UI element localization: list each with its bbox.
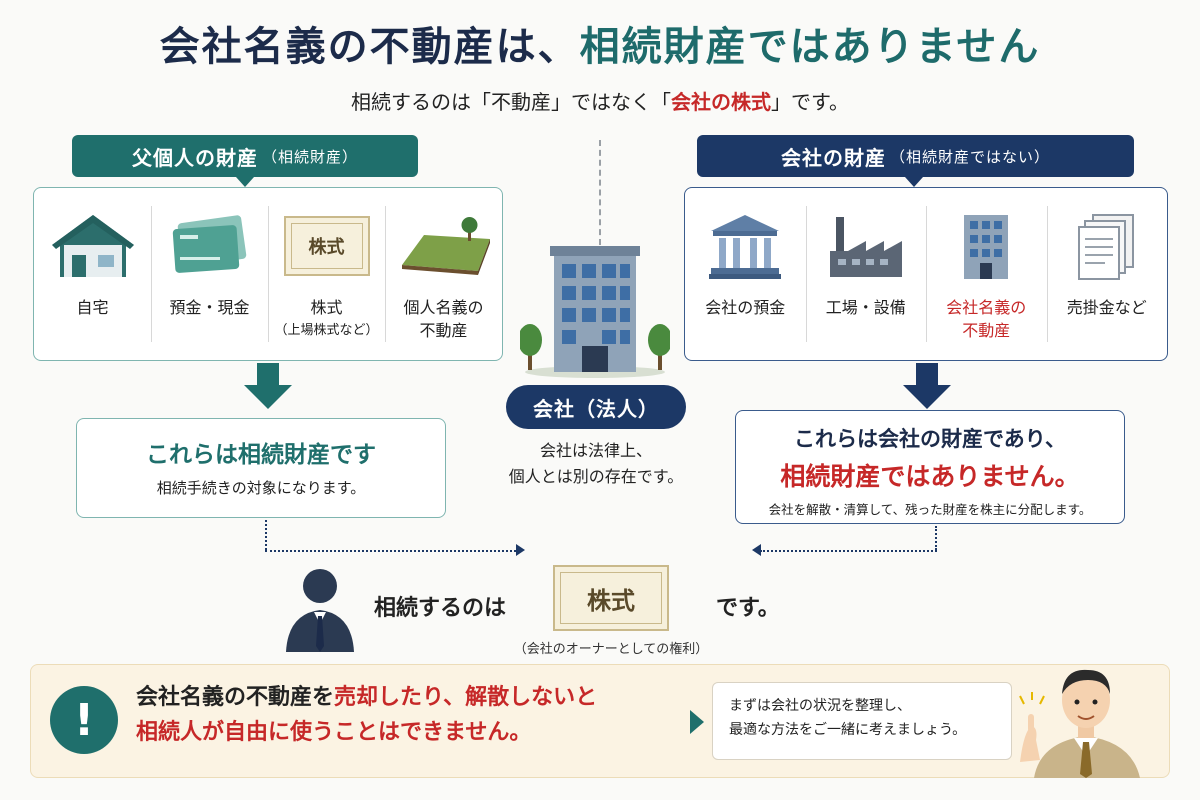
personal-assets-header-sub: （相続財産） — [261, 147, 358, 166]
company-description: 会社は法律上、個人とは別の存在です。 — [480, 438, 712, 489]
factory-icon — [826, 202, 906, 290]
warning-line1-a: 会社名義の不動産を — [136, 685, 335, 710]
documents-icon — [1075, 202, 1139, 290]
asset-factory-label: 工場・設備 — [825, 298, 906, 317]
connector-left — [265, 520, 267, 550]
stock-certificate-icon: 株式 — [283, 202, 370, 290]
connector-right-arrowhead — [752, 544, 761, 556]
company-assets-box: 会社の預金 工場・設備 会社名義の不動産 — [684, 187, 1168, 361]
asset-stocks-sub: （上場株式など） — [274, 323, 379, 339]
company-text-2: 個人とは別の存在です。 — [508, 466, 684, 486]
asset-savings-label: 預金・現金 — [169, 298, 250, 317]
inherit-prefix: 相続するのは — [374, 596, 507, 621]
personal-assets-box: 自宅 預金・現金 株式 株式 （上場株式など） — [33, 187, 503, 361]
connector-right — [760, 550, 937, 552]
subtitle-emphasis: 会社の株式 — [671, 90, 771, 114]
owner-silhouette-icon — [282, 564, 358, 658]
personal-assets-header-label: 父個人の財産 — [131, 145, 258, 170]
subtitle-part1: 相続するのは「不動産」ではなく「 — [351, 90, 671, 114]
advice-line1: まずは会社の状況を整理し、 — [729, 698, 911, 714]
connector-left-arrowhead — [516, 544, 525, 556]
header-pointer — [236, 177, 254, 187]
bank-icon — [707, 202, 783, 290]
connector-right — [935, 526, 937, 550]
asset-company-deposit-label: 会社の預金 — [705, 298, 786, 317]
asset-house: 自宅 — [34, 188, 151, 360]
inherit-suffix: です。 — [716, 596, 780, 621]
asset-receivables: 売掛金など — [1046, 188, 1168, 360]
office-building-icon — [956, 202, 1016, 290]
asset-receivables-label: 売掛金など — [1066, 298, 1147, 317]
advice-line2: 最適な方法をご一緒に考えましょう。 — [729, 721, 967, 738]
inherit-cert-text: 株式 — [587, 585, 635, 615]
arrow-down-right — [903, 363, 951, 409]
header-pointer — [905, 177, 923, 187]
company-text-1: 会社は法律上、 — [539, 441, 652, 460]
stock-certificate-icon: 株式 — [553, 565, 669, 631]
land-icon — [394, 202, 494, 290]
bankbook-icon — [170, 202, 250, 290]
owner-rights-note: （会社のオーナーとしての権利） — [513, 642, 709, 657]
company-label: 会社（法人） — [506, 385, 686, 429]
advice-box: まずは会社の状況を整理し、 最適な方法をご一緒に考えましょう。 — [712, 682, 1012, 760]
subtitle-part2: 」です。 — [771, 90, 849, 114]
connector-left — [265, 550, 520, 552]
asset-company-real-estate-label: 会社名義の不動産 — [946, 298, 1027, 341]
stock-certificate-text: 株式 — [308, 237, 345, 258]
asset-factory: 工場・設備 — [805, 188, 927, 360]
inheritance-result-title: これらは相続財産です — [146, 442, 376, 468]
center-divider — [599, 140, 601, 245]
advisor-avatar — [1010, 656, 1160, 782]
inheritance-assets-result: これらは相続財産です 相続手続きの対象になります。 — [76, 418, 446, 518]
warning-line1-b: 売却したり、解散しないと — [334, 685, 598, 710]
company-assets-header: 会社の財産（相続財産ではない） — [697, 135, 1134, 177]
asset-personal-land: 個人名義の不動産 — [385, 188, 502, 360]
chevron-right-icon — [690, 710, 704, 734]
company-assets-header-label: 会社の財産 — [780, 145, 886, 170]
company-result-note: 会社を解散・清算して、残った財産を株主に分配します。 — [768, 502, 1092, 517]
arrow-down-left — [244, 363, 292, 409]
company-assets-header-sub: （相続財産ではない） — [889, 147, 1050, 166]
warning-text: 会社名義の不動産を売却したり、解散しないと 相続人が自由に使うことはできません。 — [136, 680, 696, 750]
house-icon — [48, 202, 138, 290]
title-part2: 相続財産ではありません — [579, 23, 1041, 70]
inheritance-result-note: 相続手続きの対象になります。 — [156, 479, 366, 497]
asset-stocks: 株式 株式 （上場株式など） — [268, 188, 385, 360]
warning-line2: 相続人が自由に使うことはできません。 — [136, 720, 532, 746]
asset-savings: 預金・現金 — [151, 188, 268, 360]
asset-personal-land-label: 個人名義の不動産 — [403, 298, 484, 341]
exclamation-icon: ! — [50, 686, 118, 754]
company-result-line1: これらは会社の財産であり、 — [794, 427, 1066, 451]
page-title: 会社名義の不動産は、相続財産ではありません — [0, 14, 1200, 72]
company-result-line2: 相続財産ではありません。 — [780, 462, 1080, 491]
asset-company-real-estate: 会社名義の不動産 — [926, 188, 1047, 360]
asset-company-deposit: 会社の預金 — [685, 188, 806, 360]
company-assets-result: これらは会社の財産であり、 相続財産ではありません。 会社を解散・清算して、残っ… — [735, 410, 1125, 524]
title-part1: 会社名義の不動産は、 — [159, 23, 580, 70]
page-subtitle: 相続するのは「不動産」ではなく「会社の株式」です。 — [0, 86, 1200, 115]
asset-stocks-label: 株式 — [310, 298, 343, 317]
personal-assets-header: 父個人の財産（相続財産） — [72, 135, 418, 177]
asset-house-label: 自宅 — [76, 298, 109, 317]
company-building-icon — [518, 240, 672, 384]
